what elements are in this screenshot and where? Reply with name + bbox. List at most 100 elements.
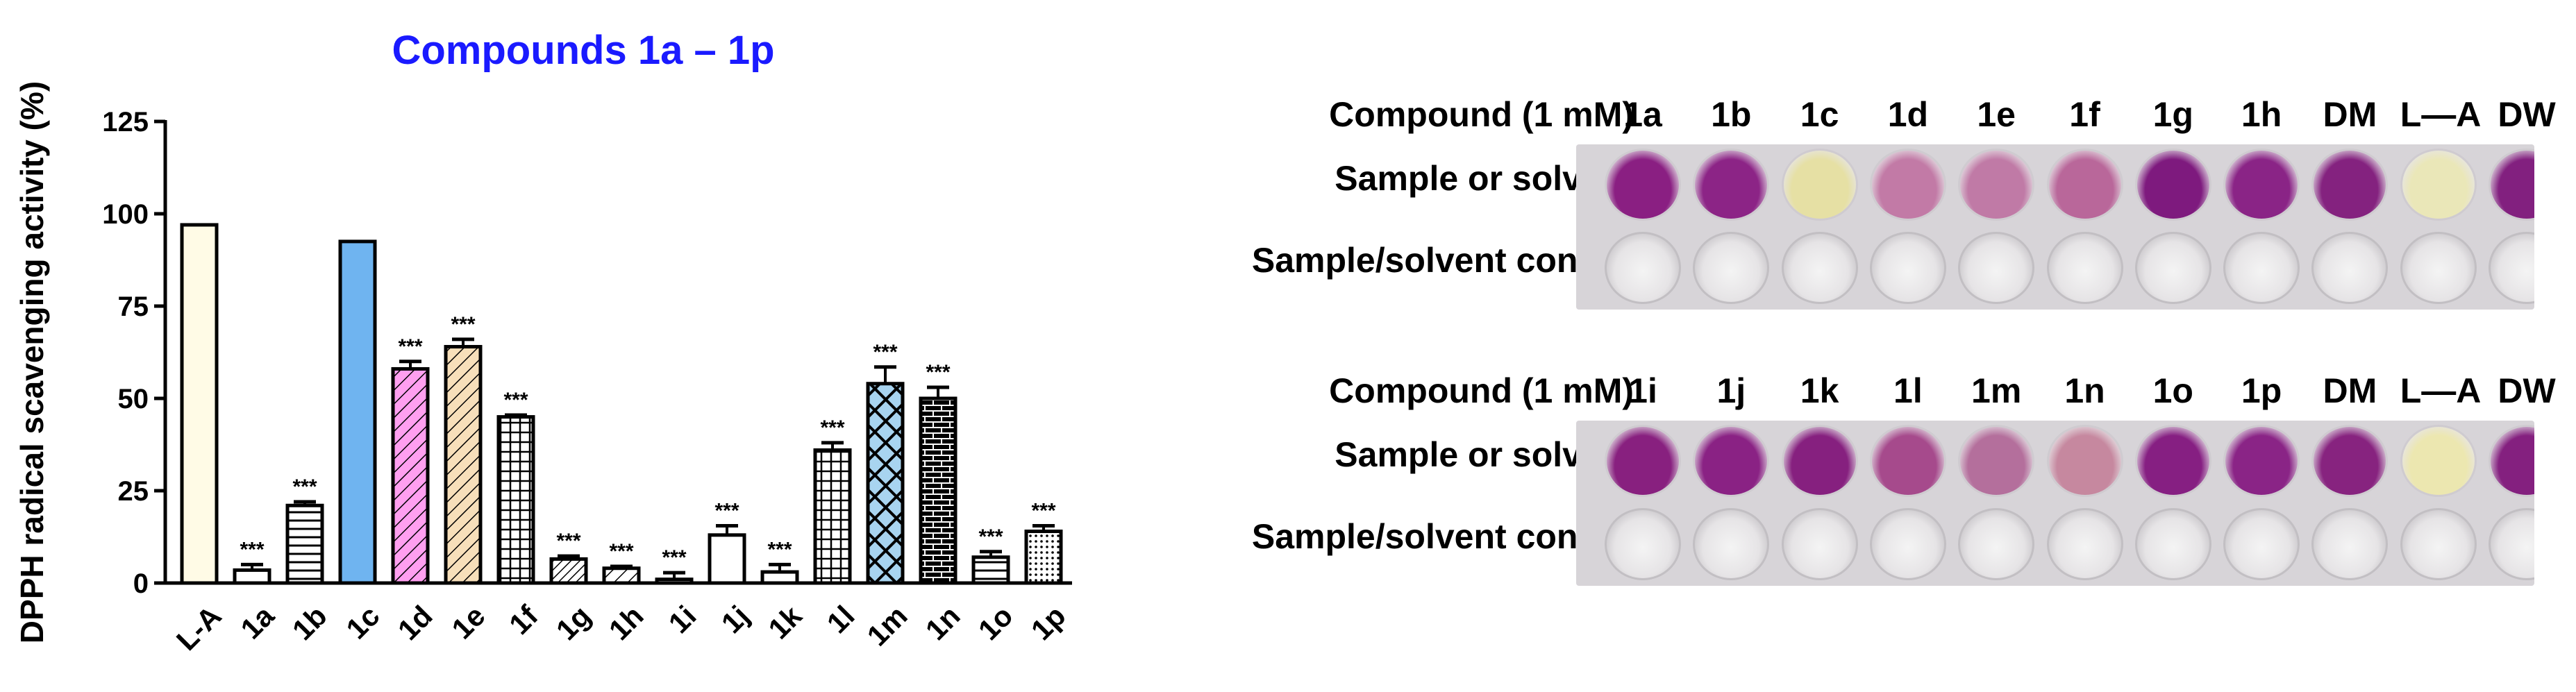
significance-label: *** xyxy=(978,525,1003,548)
plate-2-column-label: 1i xyxy=(1628,371,1657,410)
plate-2-sample-well xyxy=(1693,425,1770,497)
plate-2-photo xyxy=(1576,421,2534,586)
y-tick-label: 25 xyxy=(118,476,149,507)
plate-1-sample-well xyxy=(1693,149,1770,221)
plate-2-sample-well xyxy=(2311,425,2389,497)
bar-fill xyxy=(182,224,217,584)
bar-pattern xyxy=(446,346,480,583)
plate-1-column-label: 1e xyxy=(1977,95,2016,134)
plate-1-sample-well xyxy=(2489,149,2534,221)
plate-2-control-well xyxy=(2134,508,2211,580)
plate-1-column-label: 1c xyxy=(1800,95,1839,134)
y-tick-label: 50 xyxy=(118,384,149,414)
bar xyxy=(338,239,377,585)
plate-1-control-well xyxy=(2223,232,2300,304)
plate-1-sample-well xyxy=(1781,149,1858,221)
plate-2-header-label: Compound (1 mM) xyxy=(1329,371,1634,410)
plate-2-sample-well xyxy=(2489,425,2534,497)
y-tick-label: 75 xyxy=(118,292,149,322)
bar-fill xyxy=(235,570,269,583)
plate-1-column-label: 1f xyxy=(2069,95,2100,134)
bar-fill xyxy=(657,579,692,583)
plate-1-sample-well xyxy=(2223,149,2300,221)
plate-2-sample-well xyxy=(1605,425,1681,497)
plate-2-control-well xyxy=(2223,508,2300,580)
plate-1-column-label: DM xyxy=(2323,95,2377,134)
y-axis-label: DPPH radical scavenging activity (%) xyxy=(14,81,50,643)
significance-label: *** xyxy=(240,538,264,561)
chart-title: Compounds 1a – 1p xyxy=(392,28,774,73)
significance-label: *** xyxy=(662,546,686,569)
plate-1-column-label: 1g xyxy=(2152,95,2193,134)
category-label: 1n xyxy=(919,599,967,646)
category-label: 1j xyxy=(715,599,755,639)
bar xyxy=(180,223,219,585)
significance-label: *** xyxy=(451,313,475,336)
bar-pattern xyxy=(1026,531,1061,583)
bar-fill xyxy=(340,241,375,583)
plate-1-control-well xyxy=(2489,232,2534,304)
category-label: 1k xyxy=(762,599,808,645)
significance-label: *** xyxy=(820,416,844,439)
plate-2-column-label: 1n xyxy=(2064,371,2105,410)
category-label: 1a xyxy=(234,599,281,645)
plate-1-column-label: 1a xyxy=(1623,95,1662,134)
significance-label: *** xyxy=(609,540,633,563)
bar-pattern xyxy=(815,450,850,583)
bar-fill xyxy=(762,572,797,583)
bar-chart: Compounds 1a – 1p DPPH radical scavengin… xyxy=(14,28,1072,657)
plate-1-control-well xyxy=(2311,232,2389,304)
plate-2-row-label-control: Sample/solvent control xyxy=(1251,517,1634,556)
plate-2-column-label: DW xyxy=(2498,371,2556,410)
bar-pattern xyxy=(604,568,639,583)
bar-fill xyxy=(710,534,744,583)
plate-2-control-well xyxy=(2046,508,2123,580)
plate-2-control-well xyxy=(1605,508,1681,580)
category-label: 1i xyxy=(662,599,703,639)
plate-2-sample-well xyxy=(2134,425,2211,497)
plate-1-sample-well xyxy=(1958,149,2035,221)
plate-2-column-label: 1p xyxy=(2241,371,2282,410)
significance-label: *** xyxy=(398,335,422,358)
plate-2-column-label: 1m xyxy=(1971,371,2022,410)
plate-1-sample-well xyxy=(2046,149,2123,221)
plate-2-column-label: L—A xyxy=(2400,371,2482,410)
plate-1-control-well xyxy=(1781,232,1858,304)
plate-2-control-well xyxy=(1693,508,1770,580)
category-label: 1f xyxy=(503,599,544,641)
bar-pattern xyxy=(499,416,533,583)
plate-2-control-well xyxy=(1869,508,1946,580)
significance-label: *** xyxy=(1031,500,1055,523)
significance-label: *** xyxy=(714,500,739,523)
category-label: 1p xyxy=(1025,599,1072,646)
significance-label: *** xyxy=(873,341,897,364)
plate-1-sample-well xyxy=(2400,149,2477,221)
plate-1-sample-well xyxy=(2311,149,2389,221)
category-label: 1h xyxy=(603,599,650,646)
y-tick-label: 0 xyxy=(133,568,149,599)
y-tick-label: 125 xyxy=(102,107,149,137)
plate-2-control-well xyxy=(1958,508,2035,580)
plate-1-control-well xyxy=(2400,232,2477,304)
plate-1-control-well xyxy=(1605,232,1681,304)
significance-label: *** xyxy=(767,538,792,561)
significance-label: *** xyxy=(556,530,580,552)
plate-2-column-label: 1k xyxy=(1800,371,1839,410)
category-label: 1l xyxy=(821,599,861,639)
plate-2-control-well xyxy=(1781,508,1858,580)
bars: ****************************************… xyxy=(180,223,1063,585)
plate-1-column-label: DW xyxy=(2498,95,2556,134)
plate-2-column-label: DM xyxy=(2323,371,2377,410)
bar-pattern xyxy=(551,559,586,583)
plate-1-column-label: 1d xyxy=(1887,95,1929,134)
bar-pattern xyxy=(973,557,1008,583)
category-label: 1o xyxy=(972,599,1019,646)
plate-2-sample-well xyxy=(1781,425,1858,497)
bar-pattern xyxy=(921,398,955,583)
category-label: 1e xyxy=(445,599,491,645)
bar-pattern xyxy=(393,369,428,583)
plate-2-control-well xyxy=(2489,508,2534,580)
category-label: 1d xyxy=(392,599,439,646)
